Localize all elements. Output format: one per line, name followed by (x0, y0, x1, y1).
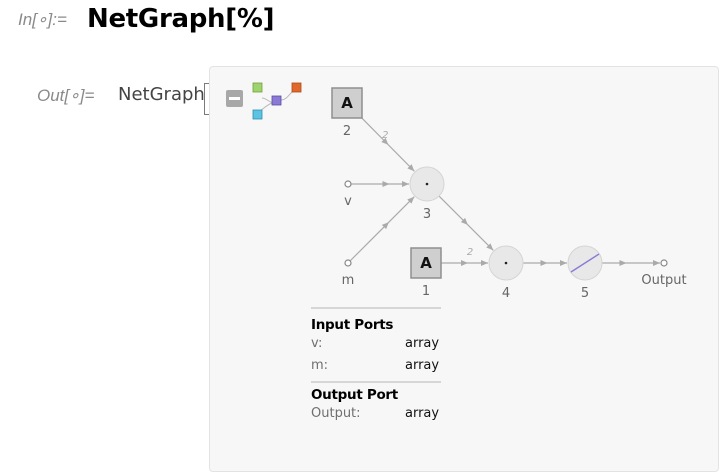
layer-node-5[interactable] (567, 245, 603, 281)
layer-node-3[interactable] (409, 166, 445, 202)
dot-glyph (504, 261, 508, 265)
input-port-row: v: array (311, 333, 441, 355)
node-index-label: 4 (502, 286, 510, 301)
graph-thumbnail-icon[interactable] (252, 82, 302, 120)
edge-arrow (381, 137, 389, 145)
layer-glyph: A (341, 94, 353, 112)
input-port-row: m: array (311, 355, 441, 377)
linear-activation-icon (570, 253, 600, 273)
edge-rank-label: 2 (467, 247, 473, 258)
node-index-label: 1 (422, 284, 430, 299)
input-ports-title: Input Ports (311, 317, 394, 333)
port-label: Output (641, 273, 686, 288)
port-name: Output: (311, 406, 361, 421)
edge-rank-label: 2 (382, 130, 388, 141)
layer-node-4[interactable] (488, 245, 524, 281)
input-code[interactable]: NetGraph[%] (87, 4, 275, 34)
input-prompt: In[∘]:= (18, 10, 67, 29)
edge-arrow (540, 260, 548, 266)
output-port-title: Output Port (311, 387, 398, 403)
port-name: m: (311, 358, 329, 373)
icon-square-cyan (252, 109, 263, 120)
left-bracket (204, 83, 210, 115)
edge-m-3 (349, 196, 415, 262)
info-separator (311, 381, 441, 383)
icon-square-green (252, 82, 263, 93)
port-Output[interactable] (660, 259, 668, 267)
node-index-label: 3 (423, 207, 431, 222)
layer-node-1[interactable]: A (410, 247, 442, 279)
port-m[interactable] (344, 259, 352, 267)
output-head: NetGraph (118, 84, 205, 105)
dot-glyph (425, 182, 429, 186)
layer-glyph: A (420, 254, 432, 272)
port-label: m (342, 273, 355, 288)
edge-arrow (382, 181, 390, 187)
port-type: array (405, 336, 440, 351)
edge-arrow (461, 260, 468, 266)
port-type: array (405, 406, 440, 421)
port-info: Input Ports v: array m: array Output Por… (311, 307, 441, 425)
node-index-label: 5 (581, 286, 589, 301)
port-label: v (344, 194, 352, 209)
output-prompt: Out[∘]= (37, 86, 95, 105)
icon-square-orange (291, 82, 302, 93)
port-type: array (405, 358, 440, 373)
layer-node-2[interactable]: A (331, 87, 363, 119)
collapse-button[interactable] (226, 90, 243, 107)
output-port-row: Output: array (311, 403, 441, 425)
edge-arrow (381, 222, 389, 230)
info-separator (311, 307, 441, 309)
layer-box (331, 87, 363, 119)
icon-square-purple (271, 95, 282, 106)
node-index-label: 2 (343, 124, 351, 139)
edge-arrow (460, 217, 468, 225)
edge-arrow (619, 260, 627, 266)
port-name: v: (311, 336, 323, 351)
layer-box (410, 247, 442, 279)
port-v[interactable] (344, 180, 352, 188)
